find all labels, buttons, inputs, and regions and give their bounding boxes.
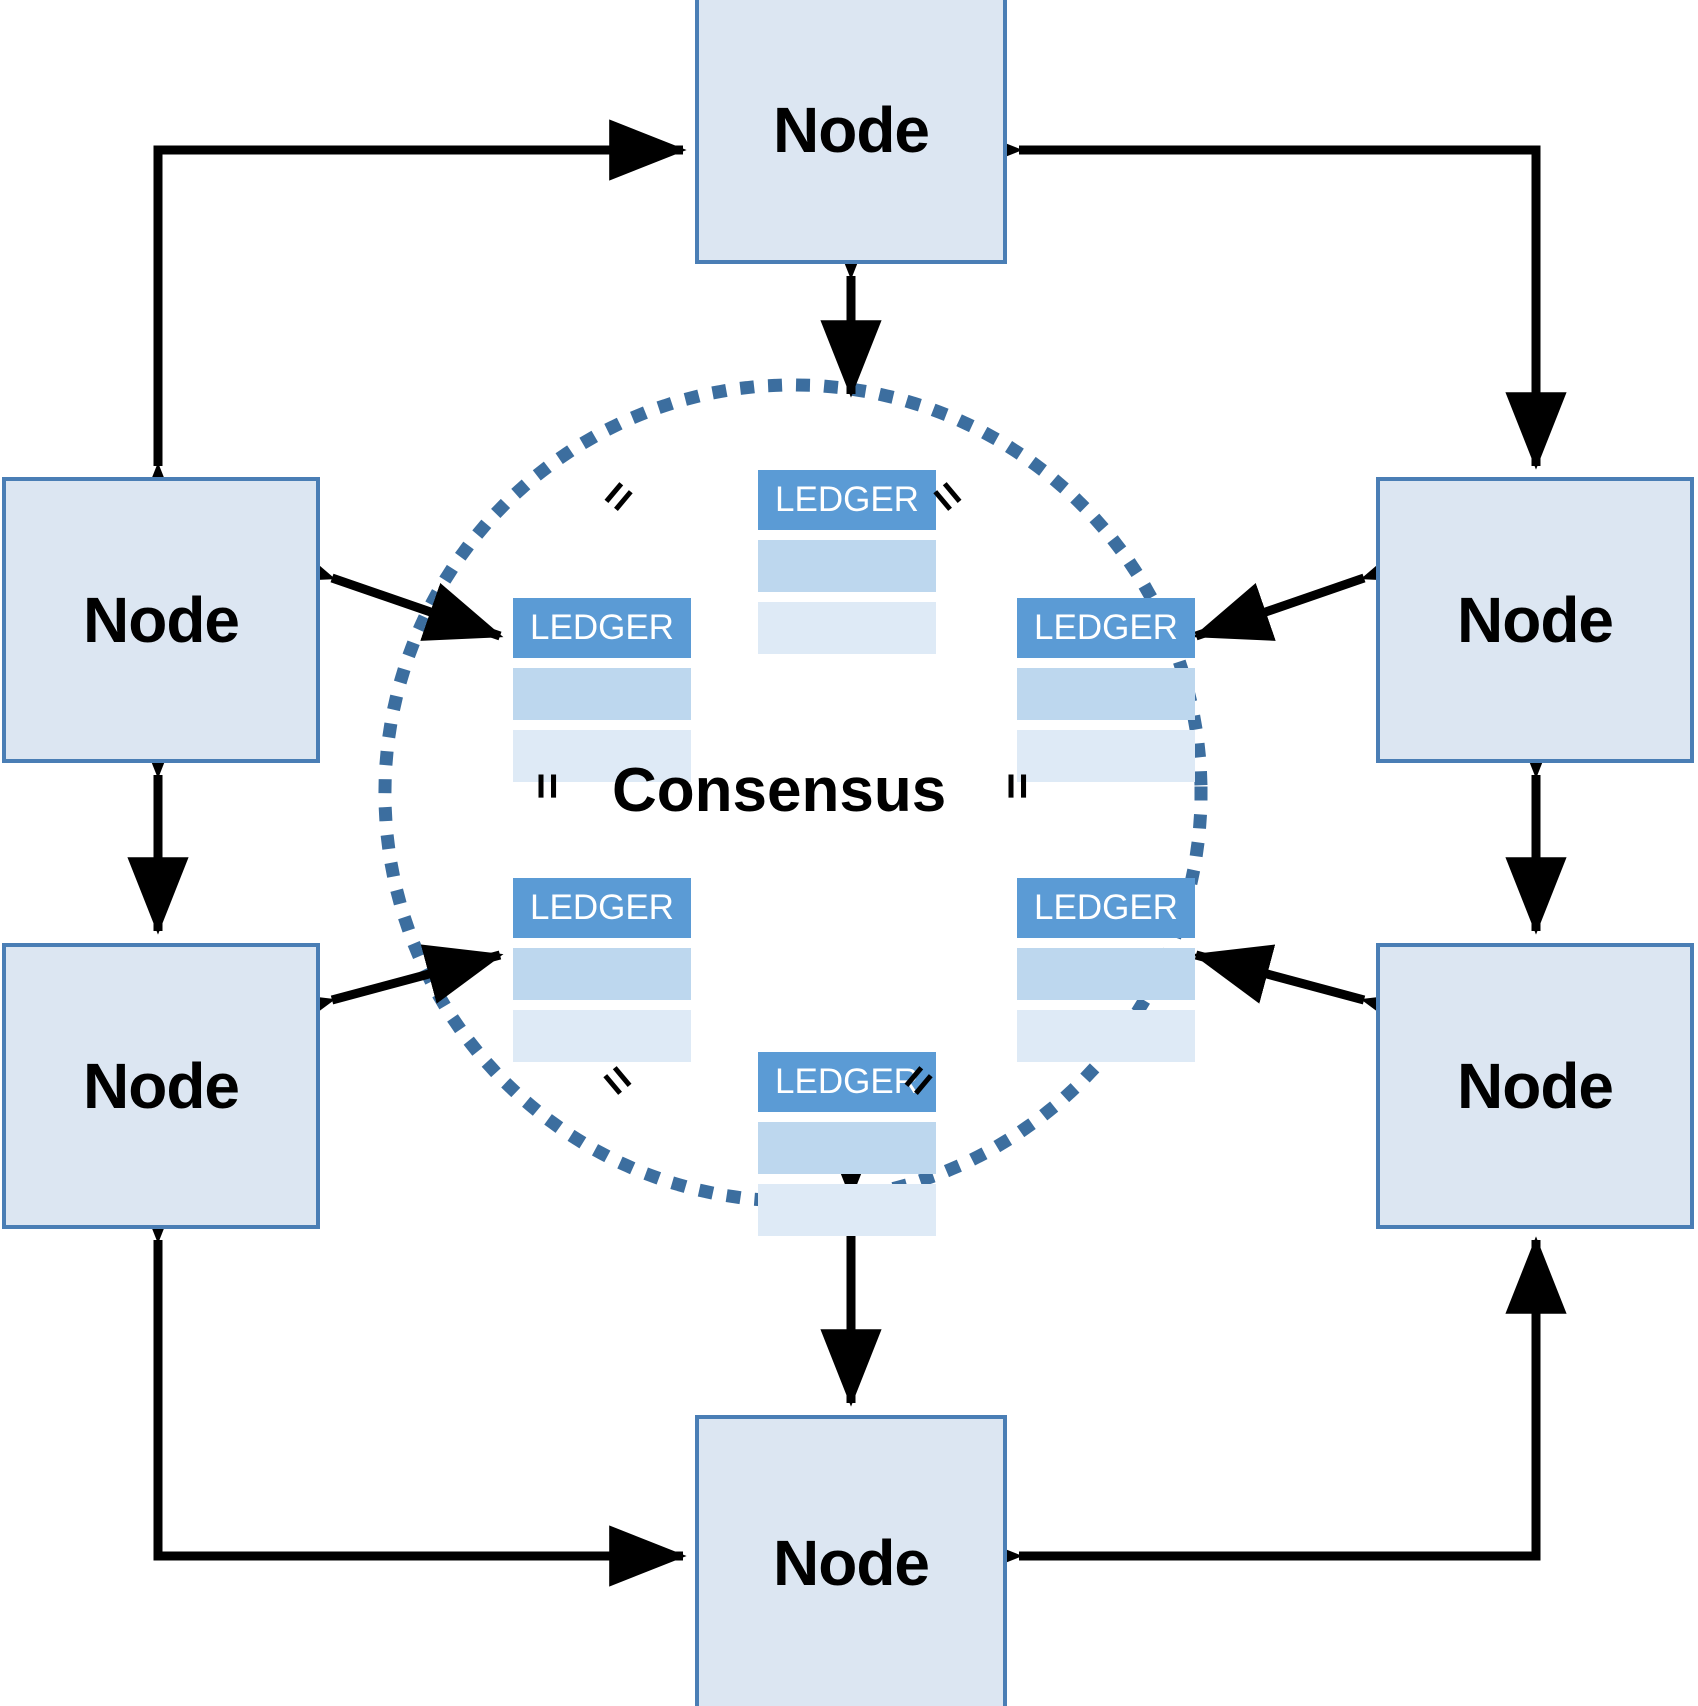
node-box-left-lower[interactable]: Node (2, 943, 320, 1229)
node-label: Node (773, 94, 930, 166)
consensus-label: Consensus (612, 756, 947, 825)
ledger-row (1017, 730, 1195, 782)
ledger-row (513, 1010, 691, 1062)
equals-mark-mid-left: = (522, 772, 574, 800)
node-box-bottom[interactable]: Node (695, 1415, 1007, 1706)
ledger-header: LEDGER (513, 878, 691, 938)
spoke-left-lower (252, 944, 504, 1049)
ledger-row (1017, 1010, 1195, 1062)
ledger-row (758, 1122, 936, 1174)
node-label: Node (83, 584, 240, 656)
ledger-lower-right[interactable]: LEDGER (1017, 878, 1195, 1062)
ledger-row (758, 540, 936, 592)
ledger-header: LEDGER (758, 470, 936, 530)
spoke-right-upper (1192, 524, 1444, 641)
connector-bottomright (945, 1236, 1567, 1587)
ledger-row (1017, 668, 1195, 720)
ledger-row (758, 1184, 936, 1236)
node-box-right-lower[interactable]: Node (1376, 943, 1694, 1229)
spoke-right-lower (1192, 944, 1444, 1049)
ledger-lower-left[interactable]: LEDGER (513, 878, 691, 1062)
ledger-row (513, 948, 691, 1000)
ledger-row (758, 602, 936, 654)
ledger-header: LEDGER (513, 598, 691, 658)
node-box-top[interactable]: Node (695, 0, 1007, 264)
ledger-row (513, 730, 691, 782)
ledger-header: LEDGER (758, 1052, 936, 1112)
ledger-bottom[interactable]: LEDGER (758, 1052, 936, 1236)
node-label: Node (1457, 1050, 1614, 1122)
ledger-header: LEDGER (1017, 878, 1195, 938)
ledger-upper-left[interactable]: LEDGER (513, 598, 691, 782)
connector-topleft (127, 119, 687, 540)
node-box-right-upper[interactable]: Node (1376, 477, 1694, 763)
connector-bottomleft (127, 1166, 687, 1587)
node-box-left-upper[interactable]: Node (2, 477, 320, 763)
connector-topright (945, 119, 1567, 470)
node-label: Node (1457, 584, 1614, 656)
node-label: Node (83, 1050, 240, 1122)
node-label: Node (773, 1526, 930, 1599)
ledger-row (513, 668, 691, 720)
ledger-row (1017, 948, 1195, 1000)
equals-mark-mid-right: = (992, 772, 1044, 800)
ledger-header: LEDGER (1017, 598, 1195, 658)
spoke-left-upper (252, 524, 504, 641)
ledger-upper-right[interactable]: LEDGER (1017, 598, 1195, 782)
ledger-top[interactable]: LEDGER (758, 470, 936, 654)
